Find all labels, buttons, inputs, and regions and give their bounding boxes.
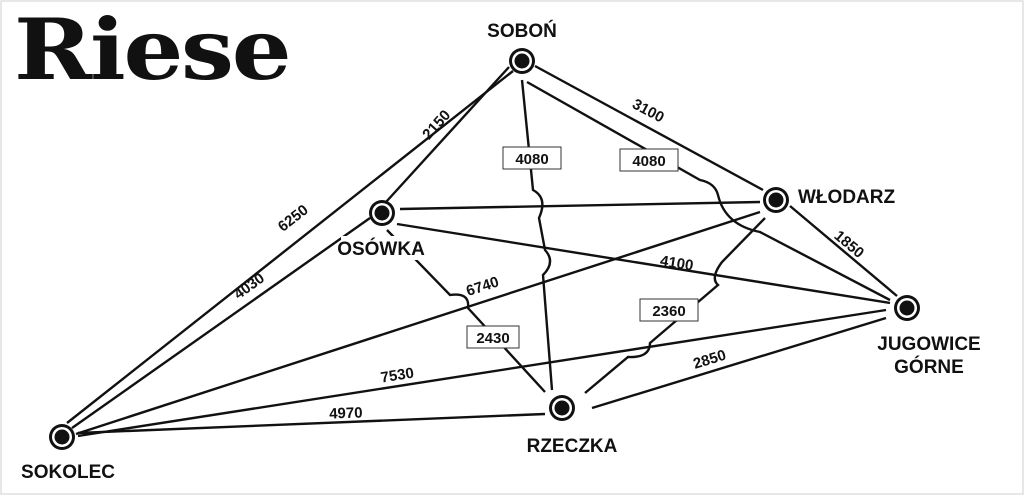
node-sobon bbox=[509, 48, 535, 74]
edge-label-sobon-jugowice: 4080 bbox=[632, 153, 665, 170]
label-box-wlodarz-rzeczka bbox=[639, 298, 699, 322]
node-label-sokolec: SOKOLEC bbox=[21, 462, 115, 483]
title-logo: Riese bbox=[14, 0, 292, 99]
edge-osowka-wlodarz bbox=[399, 200, 761, 211]
node-jugowice bbox=[894, 295, 920, 321]
node-label-rzeczka: RZECZKA bbox=[527, 436, 618, 457]
edge-sobon-jugowice bbox=[526, 80, 891, 302]
edge-label-sokolec-rzeczka: 4970 bbox=[329, 404, 363, 422]
edge-sobon-sokolec bbox=[66, 70, 514, 424]
edge-label-osowka-rzeczka: 2430 bbox=[476, 330, 509, 347]
node-label-jugowice-1: JUGOWICE bbox=[877, 334, 980, 355]
edge-wlodarz-sokolec bbox=[75, 210, 761, 436]
edge-osowka-jugowice bbox=[396, 222, 891, 305]
node-wlodarz bbox=[763, 187, 789, 213]
edge-osowka-rzeczka bbox=[386, 229, 546, 393]
edge-osowka-sokolec bbox=[71, 217, 371, 429]
edge-sokolec-rzeczka bbox=[77, 412, 546, 435]
edge-label-wlodarz-rzeczka: 2360 bbox=[652, 303, 685, 320]
edge-sobon-rzeczka bbox=[520, 79, 554, 391]
edge-label-sobon-rzeczka: 4080 bbox=[515, 151, 548, 168]
edge-sobon-osowka bbox=[385, 66, 510, 203]
label-box-sobon-rzeczka bbox=[502, 146, 562, 170]
node-sokolec bbox=[49, 424, 75, 450]
edge-label-osowka-jugowice: 4100 bbox=[659, 253, 695, 275]
node-rzeczka bbox=[549, 395, 575, 421]
logo-box: Riese bbox=[2, 2, 292, 110]
node-label-sobon: SOBOŃ bbox=[487, 20, 557, 42]
edge-sokolec-jugowice bbox=[77, 308, 887, 438]
label-box-osowka bbox=[341, 236, 421, 260]
label-box-osowka-rzeczka bbox=[466, 325, 520, 349]
edge-wlodarz-jugowice bbox=[789, 205, 898, 297]
node-label-wlodarz: WŁODARZ bbox=[798, 187, 895, 208]
edge-rzeczka-jugowice bbox=[591, 316, 887, 410]
node-label-jugowice-2: GÓRNE bbox=[894, 356, 964, 378]
edge-sobon-wlodarz bbox=[534, 64, 764, 192]
node-label-osowka: OSÓWKA bbox=[337, 238, 425, 260]
edge-label-sokolec-jugowice: 7530 bbox=[379, 365, 415, 387]
label-box-sobon-jugowice bbox=[619, 148, 679, 172]
node-osowka bbox=[369, 200, 395, 226]
